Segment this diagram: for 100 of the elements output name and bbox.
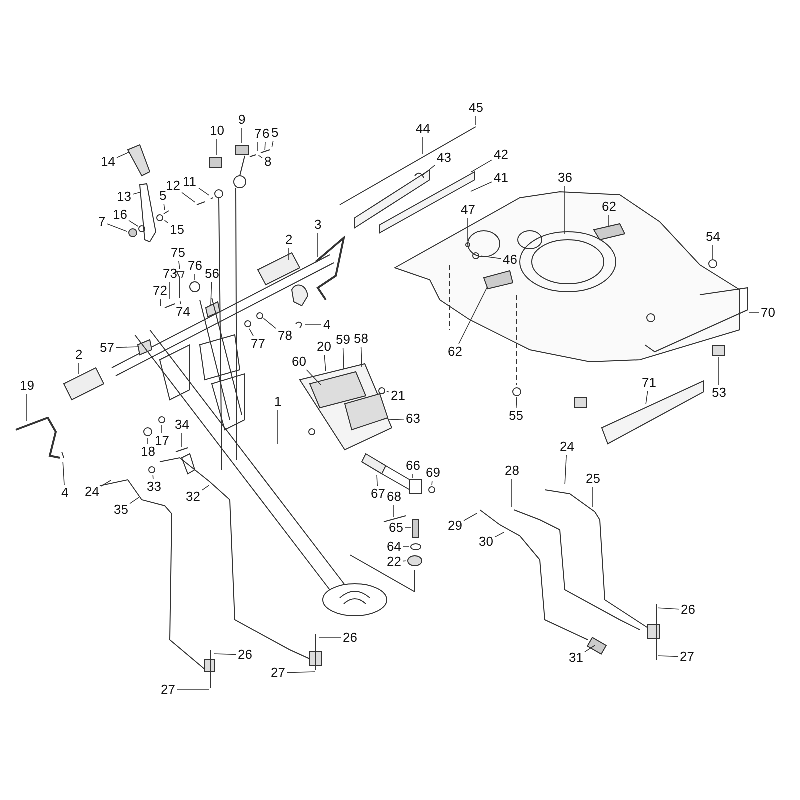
callout-number: 35 <box>113 503 130 517</box>
leader-line <box>480 256 502 260</box>
leader-line <box>388 419 404 420</box>
callout-number: 58 <box>353 332 370 346</box>
callout-number: 71 <box>641 376 658 390</box>
callout-number: 62 <box>447 345 464 359</box>
callout-number: 1 <box>274 395 283 409</box>
leader-line <box>258 155 263 159</box>
leader-line <box>264 142 266 150</box>
leader-line <box>718 356 720 386</box>
callout-number: 77 <box>250 337 266 351</box>
callout-number: 28 <box>504 464 520 478</box>
leader-line <box>516 396 518 408</box>
callout-number: 63 <box>405 412 422 426</box>
leader-line <box>128 220 139 227</box>
leader-line <box>288 248 290 260</box>
leader-line <box>210 282 212 306</box>
callout-number: 25 <box>585 472 602 486</box>
callout-number: 55 <box>508 409 524 423</box>
callout-number: 4 <box>322 318 332 332</box>
leader-line <box>376 474 378 486</box>
callout-number: 44 <box>415 122 432 136</box>
callout-number: 47 <box>460 203 476 217</box>
leader-line <box>306 370 322 386</box>
leader-line <box>494 532 504 538</box>
leader-line <box>202 485 210 491</box>
callout-number: 7 <box>98 215 107 229</box>
leader-line <box>342 348 344 370</box>
callout-number: 72 <box>152 284 168 298</box>
callout-number: 5 <box>158 189 168 203</box>
callout-number: 5 <box>270 126 280 140</box>
callout-number: 22 <box>386 555 402 569</box>
leader-line <box>470 160 492 173</box>
callout-number: 27 <box>160 683 176 697</box>
callout-number: 56 <box>204 267 220 281</box>
leader-line <box>658 608 680 610</box>
callout-number: 32 <box>185 490 202 504</box>
callout-number: 11 <box>182 175 198 189</box>
callout-number: 74 <box>175 305 192 319</box>
leader-line <box>182 192 196 203</box>
leader-line <box>748 312 760 314</box>
leader-line <box>78 362 80 374</box>
callout-number: 66 <box>405 459 422 473</box>
callout-number: 78 <box>277 329 294 343</box>
callout-number: 75 <box>170 246 186 260</box>
leader-line <box>564 186 566 234</box>
callout-number: 62 <box>601 200 618 214</box>
callout-number: 24 <box>84 485 100 499</box>
callout-number: 64 <box>386 540 402 554</box>
callout-number: 12 <box>165 179 182 193</box>
callout-number: 9 <box>238 113 247 127</box>
leader-line <box>214 654 236 656</box>
callout-number: 34 <box>174 418 190 432</box>
callout-number: 7 <box>254 127 263 141</box>
leader-line <box>130 497 140 504</box>
callout-number: 65 <box>388 521 404 535</box>
leader-line <box>458 286 488 344</box>
callout-number: 76 <box>187 259 204 273</box>
callout-number: 10 <box>209 124 226 138</box>
callout-number: 20 <box>316 340 332 354</box>
leader-line <box>164 220 168 224</box>
callout-number: 24 <box>559 440 576 454</box>
leader-line <box>132 192 142 195</box>
callout-number: 43 <box>436 151 452 165</box>
leader-line <box>152 474 154 480</box>
leader-line <box>470 182 492 192</box>
leader-line <box>324 354 326 372</box>
callout-number: 2 <box>284 233 294 247</box>
callout-number: 45 <box>468 101 484 115</box>
leader-line <box>402 546 410 548</box>
callout-number: 69 <box>425 466 442 480</box>
leader-line <box>216 138 218 156</box>
leader-line <box>116 346 140 348</box>
callout-number: 29 <box>447 519 464 533</box>
leader-line <box>164 204 166 210</box>
leader-line <box>646 390 648 404</box>
callout-number: 46 <box>502 253 518 267</box>
leader-line <box>100 480 112 487</box>
callout-number: 27 <box>270 666 286 680</box>
callout-number: 70 <box>760 306 776 320</box>
callout-number: 68 <box>386 490 402 504</box>
leader-line <box>160 298 162 306</box>
callout-number: 41 <box>493 171 510 185</box>
callout-number: 33 <box>146 480 162 494</box>
leader-line <box>26 394 28 422</box>
callout-number: 26 <box>680 603 696 617</box>
callout-number: 57 <box>99 341 116 355</box>
leader-line <box>712 244 714 260</box>
leader-line <box>422 136 424 154</box>
leader-line <box>178 260 180 270</box>
callout-number: 2 <box>74 348 84 362</box>
leader-line <box>272 140 274 148</box>
leader-line <box>412 474 414 478</box>
callout-number: 17 <box>154 434 170 448</box>
callout-number: 73 <box>162 267 178 281</box>
leader-line <box>304 324 322 326</box>
callout-number: 16 <box>112 208 128 222</box>
callout-number: 19 <box>19 379 36 393</box>
callout-number: 26 <box>342 631 358 645</box>
callout-number: 60 <box>291 355 308 369</box>
